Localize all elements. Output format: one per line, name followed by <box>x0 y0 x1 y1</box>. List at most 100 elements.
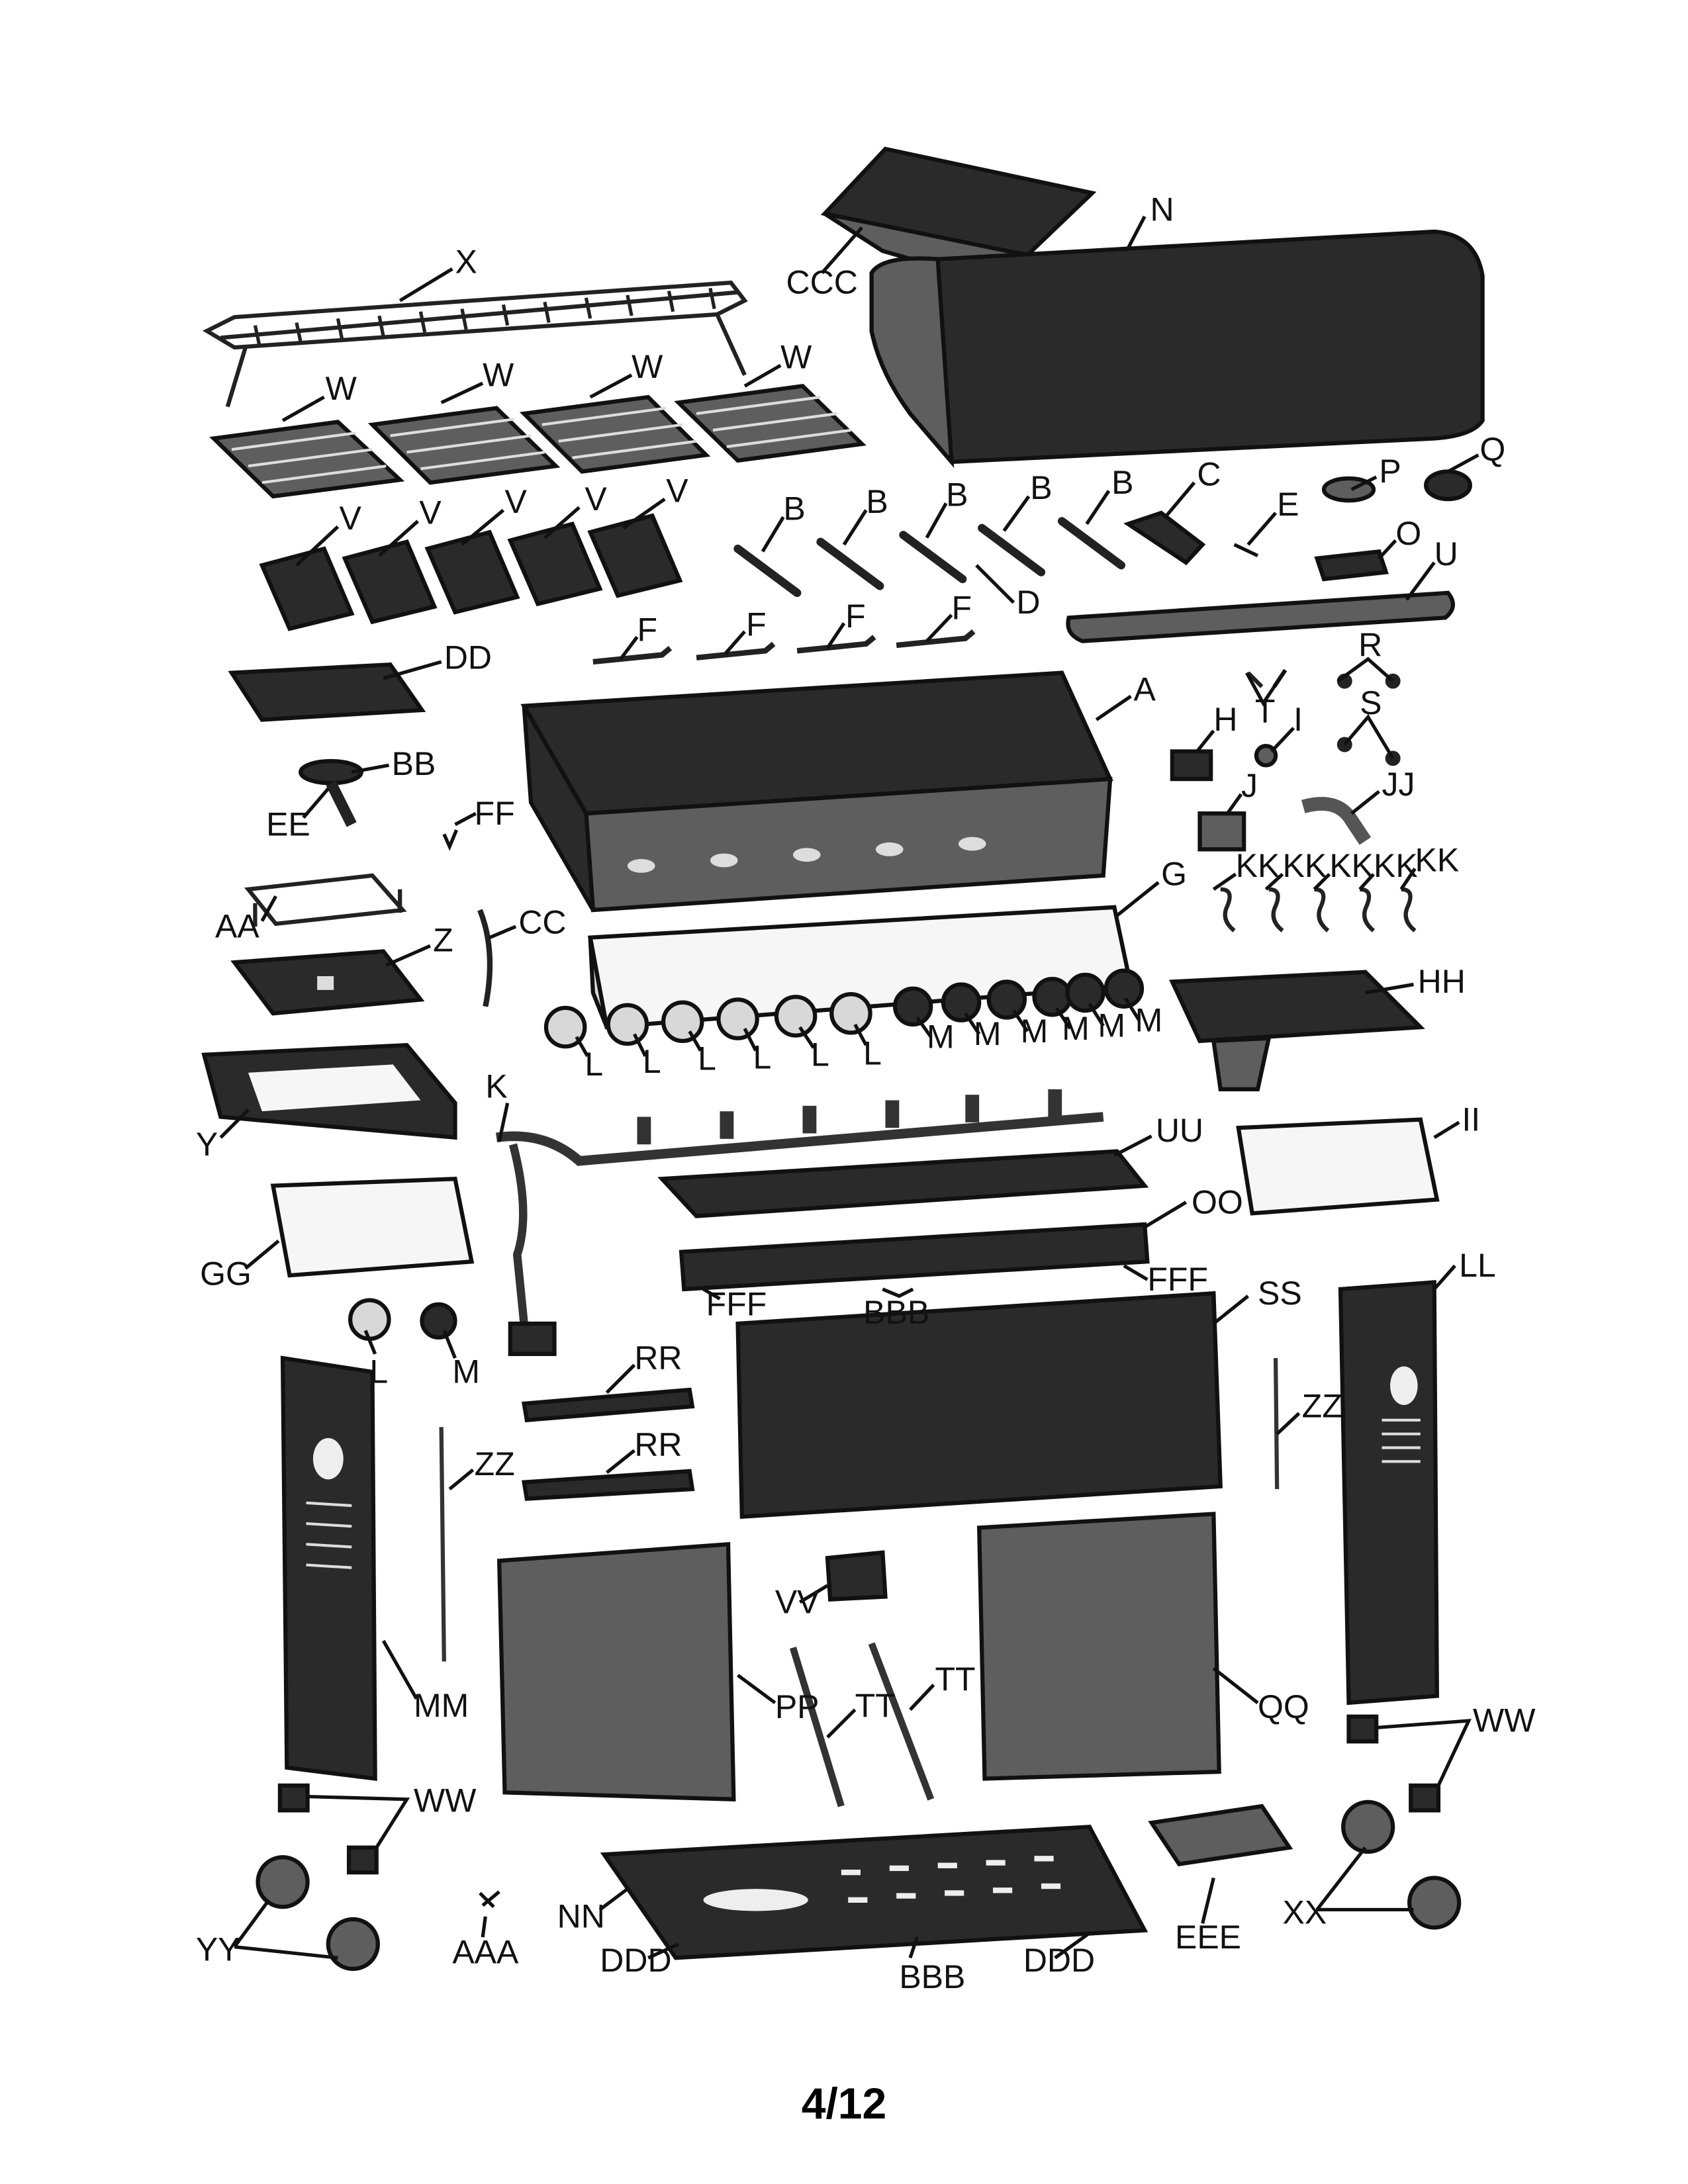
label-k: K <box>485 1068 507 1105</box>
part-h-valve-assembly <box>1170 749 1213 782</box>
label-y: Y <box>196 1126 218 1163</box>
label-l: L <box>585 1046 603 1083</box>
label-a: A <box>1134 670 1156 707</box>
label-q: Q <box>1479 431 1505 468</box>
label-m: M <box>1021 1013 1049 1050</box>
label-b: B <box>783 490 805 527</box>
label-dd: DD <box>444 639 492 676</box>
part-u-lid-handle <box>1066 590 1455 643</box>
part-jj-tube <box>1301 797 1372 845</box>
label-ww: WW <box>1473 1702 1536 1739</box>
label-fff: FFF <box>1147 1261 1208 1298</box>
part-bb-side-burner <box>299 758 363 827</box>
label-kk: KK <box>1329 847 1374 884</box>
part-e-electrode <box>1233 543 1259 557</box>
part-a-firebox <box>520 670 1113 913</box>
label-l: L <box>863 1034 882 1071</box>
part-uu-grease-tray <box>657 1149 1149 1218</box>
label-o: O <box>1395 515 1421 552</box>
part-qq-right-door <box>976 1512 1221 1781</box>
part-ss-back-panel <box>735 1291 1223 1519</box>
label-kk: KK <box>1415 842 1460 879</box>
part-rr-brackets <box>522 1387 695 1501</box>
part-ff-clip <box>442 829 458 851</box>
label-ii: II <box>1462 1101 1480 1138</box>
part-c-rotisserie-burner <box>1123 510 1206 566</box>
label-w: W <box>326 370 357 407</box>
label-w: W <box>483 356 514 393</box>
label-m: M <box>1062 1010 1090 1047</box>
part-l-m-side-burner-knob <box>348 1298 457 1342</box>
label-zz: ZZ <box>1302 1388 1342 1425</box>
label-b: B <box>1030 469 1052 506</box>
leader-lines <box>219 215 1479 1960</box>
label-ff: FF <box>475 795 515 832</box>
label-l: L <box>811 1036 829 1073</box>
part-ii-shelf-cover <box>1236 1117 1440 1216</box>
part-gg-shelf-cover <box>270 1177 475 1278</box>
part-ll-right-side-panel <box>1338 1280 1439 1706</box>
label-zz: ZZ <box>475 1445 515 1482</box>
part-kk-hooks <box>1220 887 1417 933</box>
label-m: M <box>974 1015 1002 1052</box>
label-jj: JJ <box>1382 766 1415 803</box>
label-m: M <box>927 1018 955 1055</box>
label-m: M <box>1098 1007 1125 1044</box>
label-yy: YY <box>196 1931 240 1968</box>
label-v: V <box>666 472 688 509</box>
label-rr: RR <box>634 1340 682 1377</box>
part-aaa-knob <box>479 1890 500 1909</box>
label-ccc: CCC <box>786 264 858 301</box>
label-f: F <box>746 606 767 643</box>
label-l: L <box>643 1043 661 1080</box>
label-ddd: DDD <box>600 1942 671 1979</box>
part-xx-casters <box>1341 1799 1462 1930</box>
part-q-thermometer <box>1424 469 1472 502</box>
part-f-brackets <box>592 629 976 665</box>
label-m: M <box>452 1353 480 1390</box>
label-d: D <box>1016 584 1040 621</box>
part-y-side-frame <box>201 1042 457 1140</box>
part-pp-left-door <box>496 1541 736 1801</box>
label-kk: KK <box>1236 847 1280 884</box>
label-aa: AA <box>215 908 259 945</box>
part-j-ignitor-module <box>1197 811 1246 852</box>
label-oo: OO <box>1192 1183 1243 1220</box>
label-ss: SS <box>1258 1275 1302 1312</box>
part-x-warming-rack <box>203 280 748 408</box>
label-vv: VV <box>775 1584 820 1621</box>
label-mm: MM <box>414 1687 469 1724</box>
part-v-flame-tamers <box>259 513 683 631</box>
label-c: C <box>1197 455 1221 492</box>
label-ll: LL <box>1459 1247 1496 1284</box>
part-k-manifold <box>495 1089 1104 1356</box>
label-aaa: AAA <box>452 1934 519 1971</box>
page-number: 4/12 <box>801 2079 887 2128</box>
label-xx: XX <box>1283 1893 1327 1931</box>
label-pp: PP <box>775 1688 820 1725</box>
label-tt: TT <box>855 1687 896 1724</box>
label-v: V <box>505 483 528 520</box>
part-l-knob-bezels <box>543 991 872 1049</box>
part-o-bracket <box>1314 549 1389 582</box>
label-t: T <box>1255 693 1276 730</box>
label-z: Z <box>433 922 453 959</box>
label-ddd: DDD <box>1023 1942 1095 1979</box>
part-hh-side-shelf <box>1169 970 1425 1091</box>
label-bbb: BBB <box>863 1294 929 1331</box>
label-h: H <box>1213 701 1237 738</box>
label-nn: NN <box>557 1898 605 1935</box>
label-ww: WW <box>414 1782 477 1819</box>
label-ee: EE <box>266 806 310 843</box>
label-r: R <box>1358 627 1382 664</box>
part-m-knobs <box>892 968 1145 1027</box>
label-u: U <box>1434 535 1458 572</box>
part-eee-tank-holder <box>1148 1803 1293 1867</box>
part-nn-bottom-shelf <box>600 1825 1149 1960</box>
part-vv-grease-cup <box>825 1550 888 1602</box>
label-fff: FFF <box>706 1285 767 1322</box>
label-v: V <box>340 500 362 537</box>
label-w: W <box>780 338 812 375</box>
label-m: M <box>1135 1001 1163 1038</box>
label-l: L <box>698 1040 716 1077</box>
